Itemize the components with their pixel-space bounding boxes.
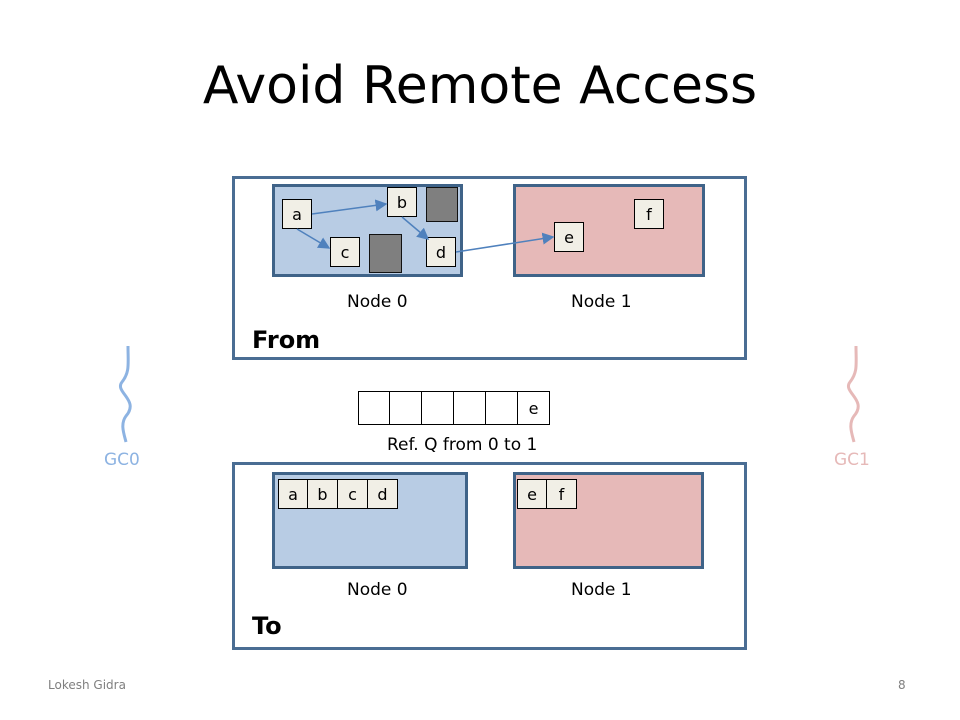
- queue-cell: [486, 392, 518, 424]
- to-node0-object-strip: a b c d: [278, 479, 398, 509]
- queue-cell: [454, 392, 486, 424]
- to-object-a: a: [278, 479, 308, 509]
- queue-cell-e: e: [518, 392, 550, 424]
- arrow-a-to-b: [311, 199, 388, 215]
- from-panel: a b c d e f Node 0 Node 1 From: [232, 176, 747, 360]
- arrow-d-to-e: [455, 232, 555, 253]
- queue-cell: [358, 392, 390, 424]
- footer-page-number: 8: [898, 678, 906, 692]
- queue-cell: [422, 392, 454, 424]
- to-object-d: d: [368, 479, 398, 509]
- arrow-a-to-c: [296, 228, 331, 249]
- to-object-b: b: [308, 479, 338, 509]
- to-object-e: e: [517, 479, 547, 509]
- to-node1-label: Node 1: [571, 580, 632, 600]
- from-object-c: c: [330, 237, 360, 267]
- from-object-d: d: [426, 237, 456, 267]
- gc1-label: GC1: [834, 450, 870, 470]
- footer-author: Lokesh Gidra: [48, 678, 126, 692]
- gc0-wave-icon: [118, 345, 132, 443]
- slide-title: Avoid Remote Access: [202, 56, 758, 116]
- reference-queue: e: [358, 391, 550, 425]
- queue-label: Ref. Q from 0 to 1: [387, 435, 538, 455]
- from-object-b: b: [387, 187, 417, 217]
- from-grey-block-top: [426, 187, 458, 222]
- to-panel-label: To: [252, 612, 282, 640]
- from-object-e: e: [554, 222, 584, 252]
- arrow-b-to-d: [401, 216, 430, 240]
- to-object-c: c: [338, 479, 368, 509]
- from-grey-block-bottom: [369, 234, 402, 273]
- from-node0-label: Node 0: [347, 292, 408, 312]
- from-node1-label: Node 1: [571, 292, 632, 312]
- from-panel-label: From: [252, 326, 321, 354]
- reference-arrows: [296, 199, 555, 253]
- to-object-f: f: [547, 479, 577, 509]
- from-object-f: f: [634, 199, 664, 229]
- from-object-a: a: [282, 199, 312, 229]
- to-node0-label: Node 0: [347, 580, 408, 600]
- gc1-wave-icon: [846, 345, 860, 443]
- gc0-label: GC0: [104, 450, 140, 470]
- to-panel: a b c d e f Node 0 Node 1 To: [232, 462, 747, 650]
- to-node1-object-strip: e f: [517, 479, 577, 509]
- from-node1-box: [513, 184, 705, 277]
- queue-cell: [390, 392, 422, 424]
